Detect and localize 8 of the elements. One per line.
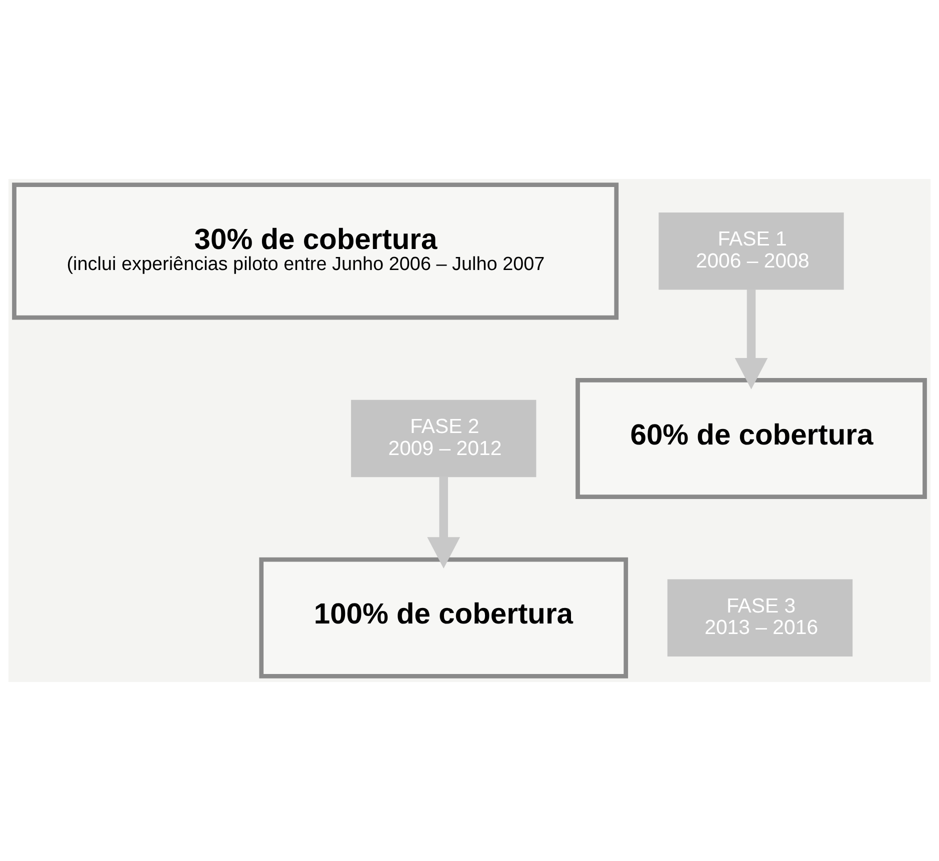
node-box: FASE 2 2009 – 2012 [351, 400, 536, 478]
node-box: 60% de cobertura [576, 378, 927, 500]
node-box: FASE 1 2006 – 2008 [658, 212, 844, 290]
node-box: FASE 3 2013 – 2016 [667, 579, 853, 656]
arrow [427, 476, 460, 568]
arrow [734, 290, 768, 390]
node-box: 30% de cobertura (inclui experiências piloto entre Junho 2006 – Julho 2007 [12, 182, 619, 320]
node-box: 100% de cobertura [259, 557, 628, 678]
